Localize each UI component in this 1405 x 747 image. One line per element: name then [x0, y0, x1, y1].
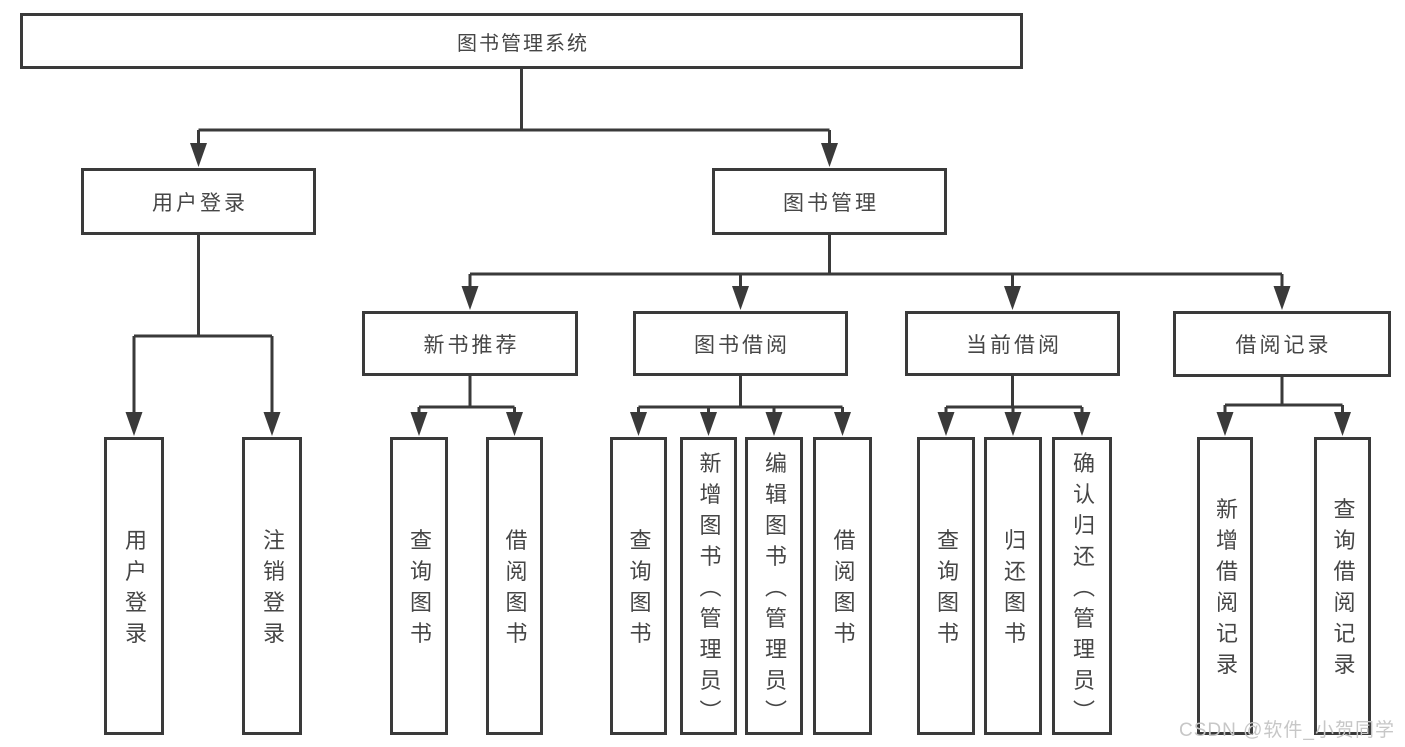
leaf-records-add-borrow-record: 新增借阅记录	[1197, 437, 1253, 735]
leaf-label: 用户登录	[122, 528, 147, 653]
leaf-label: 查询借阅记录	[1330, 497, 1356, 684]
arrowheads	[125, 143, 1351, 436]
leaf-user-login: 用户登录	[104, 437, 164, 735]
csdn-watermark: CSDN @软件_小贺同学	[1179, 720, 1395, 741]
leaf-borrow-edit-books-admin: 编辑图书（管理员）	[745, 437, 803, 735]
leaf-label: 新增图书（管理员）	[696, 451, 722, 730]
leaf-records-query-borrow-record: 查询借阅记录	[1314, 437, 1371, 735]
leaf-label: 注销登录	[260, 528, 285, 653]
node-book-borrowing: 图书借阅	[633, 311, 848, 376]
leaf-borrow-add-books-admin: 新增图书（管理员）	[680, 437, 737, 735]
leaf-current-return-books: 归还图书	[984, 437, 1042, 735]
leaf-label: 归还图书	[1001, 528, 1026, 653]
node-label: 用户登录	[152, 191, 248, 215]
node-label: 图书借阅	[694, 333, 790, 357]
node-user-login: 用户登录	[81, 168, 316, 235]
leaf-newrec-borrow-books: 借阅图书	[486, 437, 543, 735]
leaf-current-query-books: 查询图书	[917, 437, 975, 735]
leaf-label: 确认归还（管理员）	[1070, 451, 1095, 730]
leaf-label: 编辑图书（管理员）	[762, 451, 787, 730]
node-label: 借阅记录	[1235, 334, 1332, 357]
leaf-label: 查询图书	[934, 528, 959, 653]
leaf-label: 借阅图书	[830, 528, 856, 653]
leaf-borrow-query-books: 查询图书	[610, 437, 667, 735]
leaf-label: 新增借阅记录	[1213, 497, 1238, 684]
node-library-management-system: 图书管理系统	[20, 13, 1023, 69]
node-current-borrowing: 当前借阅	[905, 311, 1120, 376]
leaf-borrow-borrow-books: 借阅图书	[813, 437, 872, 735]
leaf-newrec-query-books: 查询图书	[390, 437, 448, 735]
node-label: 图书管理	[783, 191, 879, 215]
node-borrowing-records: 借阅记录	[1173, 311, 1391, 377]
node-label: 新书推荐	[423, 333, 520, 357]
leaf-label: 查询图书	[626, 528, 652, 653]
leaf-current-confirm-return-admin: 确认归还（管理员）	[1052, 437, 1112, 735]
node-book-management: 图书管理	[712, 168, 947, 235]
node-label: 当前借阅	[966, 333, 1062, 357]
leaf-label: 查询图书	[407, 528, 432, 653]
node-label: 图书管理系统	[457, 32, 589, 55]
leaf-label: 借阅图书	[502, 528, 528, 653]
node-new-book-recommendation: 新书推荐	[362, 311, 578, 376]
leaf-logout: 注销登录	[242, 437, 302, 735]
